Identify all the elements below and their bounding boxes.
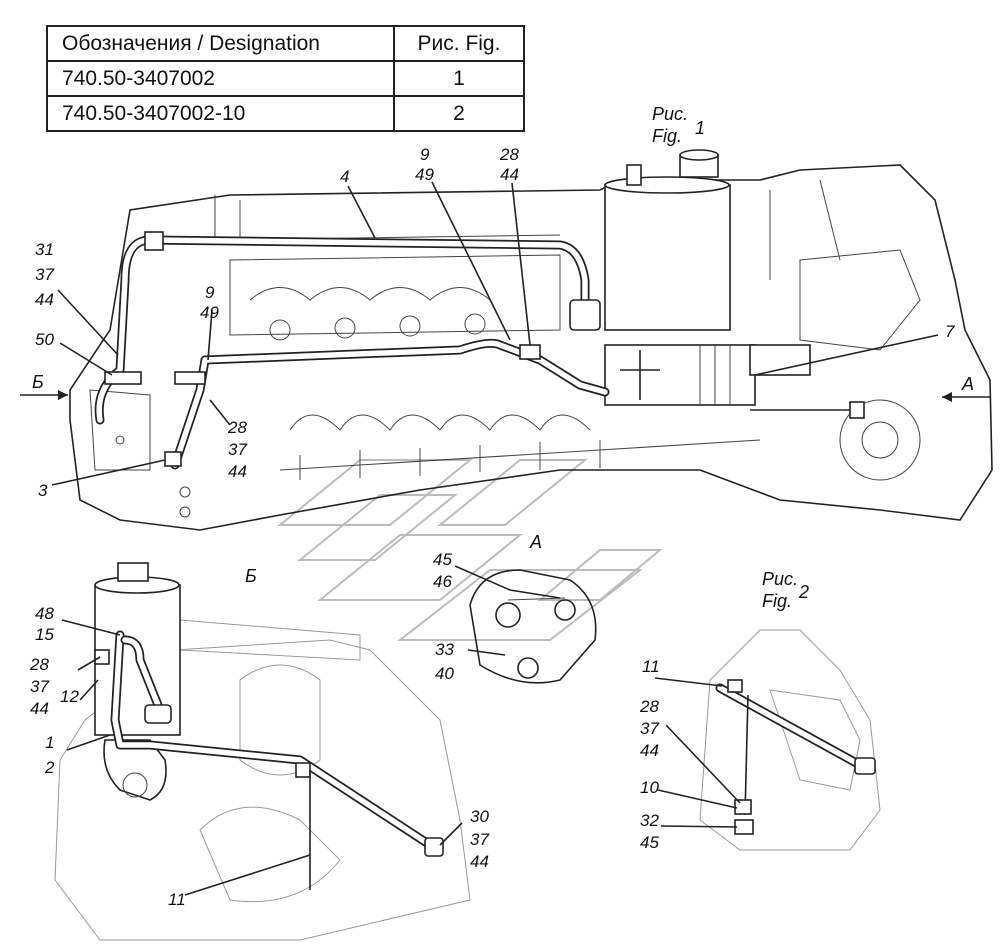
callout-44-mid: 44 xyxy=(228,462,247,481)
view-label-a: А xyxy=(529,532,542,552)
callout-30: 30 xyxy=(470,807,489,826)
table-cell-figure: 2 xyxy=(393,95,525,132)
callout-46: 46 xyxy=(433,572,452,591)
callout-37-left-top: 37 xyxy=(35,265,54,284)
leader-lines xyxy=(51,181,939,896)
callout-4: 4 xyxy=(340,167,349,186)
fig1-title-number: 1 xyxy=(695,118,705,138)
callout-44-left: 44 xyxy=(30,699,49,718)
fig1-title-ru: Рис. xyxy=(652,104,688,124)
callout-11-b: 11 xyxy=(168,890,186,909)
callout-labels: 4 9 49 28 44 31 37 44 50 9 49 7 28 37 44… xyxy=(29,145,955,909)
table-header-figure: Рис. Fig. xyxy=(393,25,525,62)
callout-37-mid: 37 xyxy=(228,440,247,459)
fig1-title-en: Fig. xyxy=(652,126,682,146)
callout-40: 40 xyxy=(435,664,454,683)
view-arrow-a xyxy=(942,392,990,402)
callout-7: 7 xyxy=(945,322,955,341)
callout-50: 50 xyxy=(35,330,54,349)
view-b-detail xyxy=(54,562,471,941)
callout-9-top: 9 xyxy=(420,145,430,164)
fig1-title: Рис. Fig. 1 xyxy=(652,104,705,146)
callout-49-mid: 49 xyxy=(200,303,219,322)
view-arrow-b xyxy=(20,390,68,400)
designation-table: Обозначения / Designation Рис. Fig. 740.… xyxy=(46,25,525,132)
callout-44-left-top: 44 xyxy=(35,290,54,309)
callout-28-top: 28 xyxy=(499,145,519,164)
callout-49-top: 49 xyxy=(415,165,434,184)
callout-28-left: 28 xyxy=(29,655,49,674)
callout-37-fig2: 37 xyxy=(640,719,659,738)
table-cell-designation: 740.50-3407002 xyxy=(46,60,395,97)
watermark-logo xyxy=(277,459,663,641)
table-header-designation: Обозначения / Designation xyxy=(46,25,395,62)
fig2-detail xyxy=(699,629,881,851)
callout-45: 45 xyxy=(433,550,452,569)
callout-48: 48 xyxy=(35,604,54,623)
callout-31: 31 xyxy=(35,240,54,259)
table-cell-designation: 740.50-3407002-10 xyxy=(46,95,395,132)
callout-15: 15 xyxy=(35,625,54,644)
pipe-9 xyxy=(164,338,610,470)
pipe-4 xyxy=(94,231,601,425)
callout-44-fig2: 44 xyxy=(640,741,659,760)
view-label-b-arrow: Б xyxy=(32,372,44,392)
callout-3: 3 xyxy=(38,481,48,500)
fig2-title-en: Fig. xyxy=(762,591,792,611)
callout-37-b: 37 xyxy=(470,830,489,849)
callout-9-mid: 9 xyxy=(205,283,215,302)
oil-reservoir-fig1 xyxy=(604,149,731,331)
engine-block-fig1 xyxy=(69,164,993,531)
callout-28-mid: 28 xyxy=(227,418,247,437)
table-header-row: Обозначения / Designation Рис. Fig. xyxy=(46,25,525,62)
view-label-b: Б xyxy=(245,566,257,586)
table-cell-figure: 1 xyxy=(393,60,525,97)
callout-28-fig2: 28 xyxy=(639,697,659,716)
callout-32: 32 xyxy=(640,811,659,830)
fig2-title: Рис. Fig. 2 xyxy=(762,569,809,611)
view-a-detail xyxy=(469,569,597,684)
callout-44-top: 44 xyxy=(500,165,519,184)
clamps-fig1 xyxy=(104,371,206,385)
table-row: 740.50-3407002-10 2 xyxy=(46,95,525,132)
callout-44-b: 44 xyxy=(470,852,489,871)
callout-12: 12 xyxy=(60,687,79,706)
callout-33: 33 xyxy=(435,640,454,659)
callout-10: 10 xyxy=(640,778,659,797)
fig2-title-number: 2 xyxy=(798,582,809,602)
fig2-title-ru: Рис. xyxy=(762,569,798,589)
view-label-a-arrow: А xyxy=(961,374,974,394)
callout-11-fig2: 11 xyxy=(642,657,660,676)
callout-45-fig2: 45 xyxy=(640,833,659,852)
table-row: 740.50-3407002 1 xyxy=(46,60,525,97)
callout-37-left: 37 xyxy=(30,677,49,696)
steering-pump-fig1 xyxy=(604,344,865,419)
callout-2: 2 xyxy=(44,758,55,777)
callout-1: 1 xyxy=(45,733,54,752)
